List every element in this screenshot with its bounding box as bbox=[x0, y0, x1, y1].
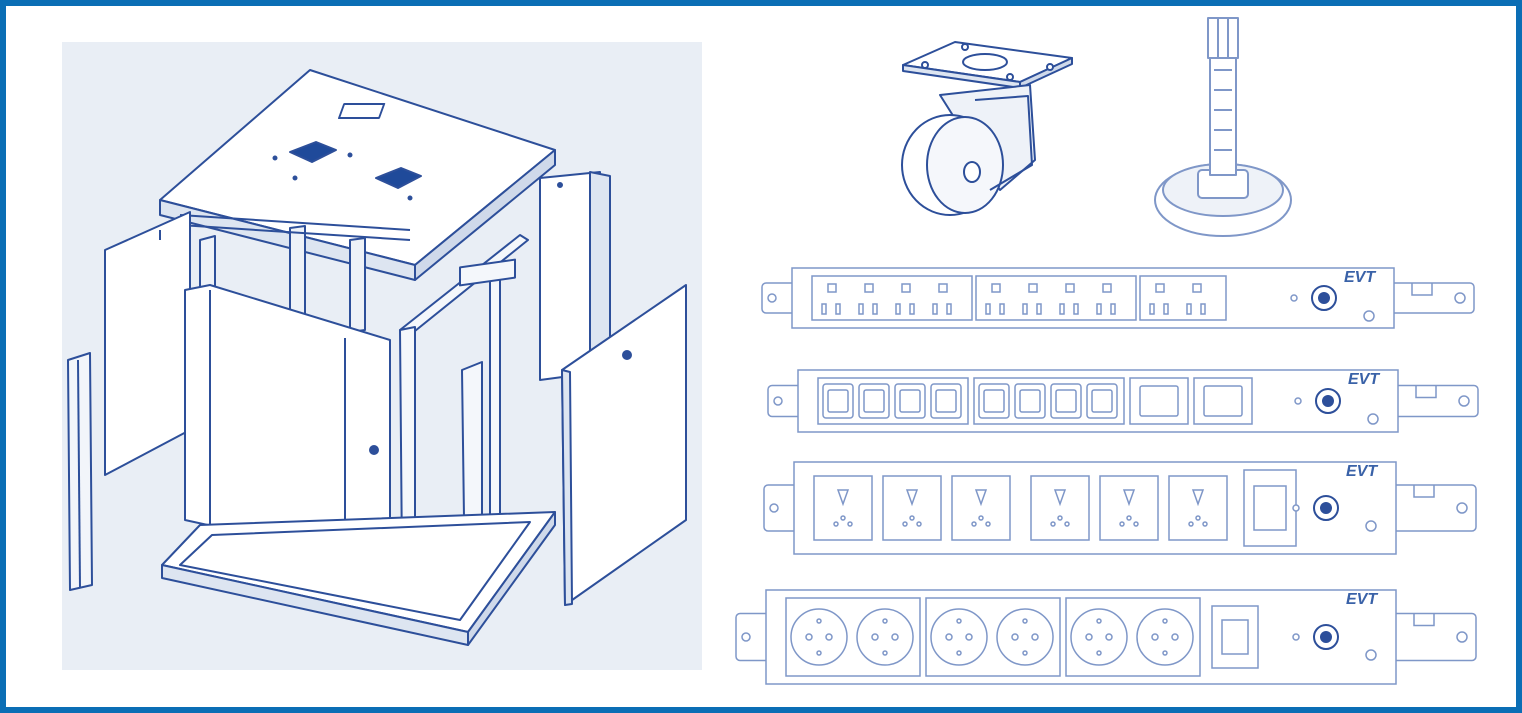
pdu-universal-outlets: EVT bbox=[763, 461, 1477, 555]
us-outlet bbox=[1022, 283, 1042, 315]
us-outlet bbox=[985, 283, 1005, 315]
us-outlet bbox=[1059, 283, 1079, 315]
evt-logo: EVT bbox=[1346, 463, 1378, 480]
iec-c13-outlet bbox=[822, 383, 854, 419]
iec-c13-outlet bbox=[1050, 383, 1082, 419]
iec-c19-outlet bbox=[1193, 377, 1253, 425]
circuit-breaker-icon bbox=[1313, 624, 1339, 650]
schuko-outlet bbox=[790, 608, 848, 666]
us-outlet bbox=[858, 283, 878, 315]
us-outlet bbox=[895, 283, 915, 315]
indicator-light-icon bbox=[1294, 397, 1302, 405]
cabinet-left-side-panel bbox=[104, 211, 191, 476]
pdu-american-outlets: EVT bbox=[761, 267, 1475, 329]
cabinet-left-strip bbox=[67, 352, 93, 591]
universal-outlet bbox=[951, 475, 1011, 541]
universal-outlet bbox=[1099, 475, 1159, 541]
universal-outlet bbox=[813, 475, 873, 541]
evt-logo: EVT bbox=[1346, 591, 1378, 608]
circuit-breaker-icon bbox=[1311, 285, 1337, 311]
us-outlet bbox=[932, 283, 952, 315]
iec-c19-inlet bbox=[1243, 469, 1297, 547]
evt-logo: EVT bbox=[1344, 269, 1376, 286]
exploded-wall-cabinet bbox=[67, 69, 687, 646]
circuit-breaker-icon bbox=[1313, 495, 1339, 521]
leveling-foot bbox=[1154, 17, 1292, 237]
universal-outlet bbox=[1168, 475, 1228, 541]
circuit-breaker-icon bbox=[1315, 388, 1341, 414]
schuko-outlet bbox=[1070, 608, 1128, 666]
iec-c13-outlet bbox=[894, 383, 926, 419]
cabinet-top-panel bbox=[159, 69, 556, 281]
us-outlet bbox=[1096, 283, 1116, 315]
iec-c13-outlet bbox=[1086, 383, 1118, 419]
indicator-light-icon bbox=[1292, 633, 1300, 641]
universal-outlet bbox=[882, 475, 942, 541]
pdu-iec-c13-c19-outlets: EVT bbox=[767, 369, 1479, 433]
cabinet-front-door bbox=[184, 284, 391, 566]
iec-c13-outlet bbox=[930, 383, 962, 419]
iec-c13-outlet bbox=[858, 383, 890, 419]
evt-logo: EVT bbox=[1348, 371, 1380, 388]
iec-c13-outlet bbox=[978, 383, 1010, 419]
us-outlet bbox=[1186, 283, 1206, 315]
universal-outlet bbox=[1030, 475, 1090, 541]
iec-c19-outlet bbox=[1129, 377, 1189, 425]
swivel-caster-wheel bbox=[901, 41, 1073, 216]
indicator-light-icon bbox=[1290, 294, 1298, 302]
schuko-outlet bbox=[1136, 608, 1194, 666]
iec-c13-outlet bbox=[1014, 383, 1046, 419]
indicator-light-icon bbox=[1292, 504, 1300, 512]
schuko-outlet bbox=[856, 608, 914, 666]
pdu-schuko-outlets: EVT bbox=[735, 589, 1477, 685]
us-outlet bbox=[1149, 283, 1169, 315]
cabinet-base bbox=[161, 511, 556, 646]
schuko-outlet bbox=[930, 608, 988, 666]
schuko-outlet bbox=[996, 608, 1054, 666]
iec-c19-inlet bbox=[1211, 605, 1259, 669]
us-outlet bbox=[821, 283, 841, 315]
